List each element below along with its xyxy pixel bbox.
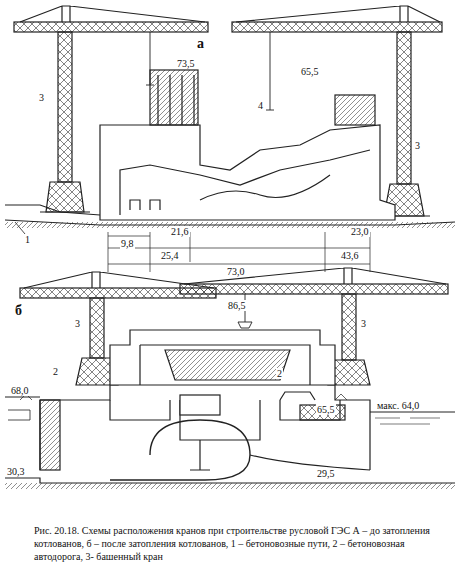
ground-line bbox=[5, 478, 455, 483]
callout-number: 3 bbox=[38, 92, 45, 103]
callout-number: 3 bbox=[74, 318, 81, 329]
callout-number: 65,5 bbox=[316, 404, 336, 415]
part-letter: а bbox=[196, 36, 205, 51]
callout-number: 65,5 bbox=[300, 66, 320, 77]
callout-number: 73,0 bbox=[226, 266, 246, 277]
callout-number: 3 bbox=[414, 140, 421, 151]
callout-number: 2 bbox=[276, 368, 283, 379]
dam-structure bbox=[100, 70, 395, 220]
powerhouse bbox=[40, 330, 370, 480]
callout-number: 43,6 bbox=[340, 250, 360, 261]
callout-number: 21,6 bbox=[170, 226, 190, 237]
callout-number: 3 bbox=[360, 318, 367, 329]
callout-number: 9,8 bbox=[120, 238, 135, 249]
water-line bbox=[370, 412, 455, 413]
callout-number: 68,0 bbox=[10, 385, 30, 396]
callout-number: 4 bbox=[257, 100, 264, 111]
callout-number: 1 bbox=[24, 234, 31, 245]
callout-number: 30,3 bbox=[6, 466, 26, 477]
callout-number: 29,5 bbox=[316, 468, 336, 479]
callout-number: 73,5 bbox=[176, 58, 196, 69]
callout-number: 23,0 bbox=[350, 226, 370, 237]
callout-number: 86,5 bbox=[227, 300, 247, 311]
callout-number: 2 bbox=[52, 366, 59, 377]
callout-number: 25,4 bbox=[160, 250, 180, 261]
callout-number: макс. 64,0 bbox=[376, 400, 420, 411]
part-letter: б bbox=[14, 303, 23, 318]
figure-caption: Рис. 20.18. Схемы расположения кранов пр… bbox=[34, 524, 452, 563]
